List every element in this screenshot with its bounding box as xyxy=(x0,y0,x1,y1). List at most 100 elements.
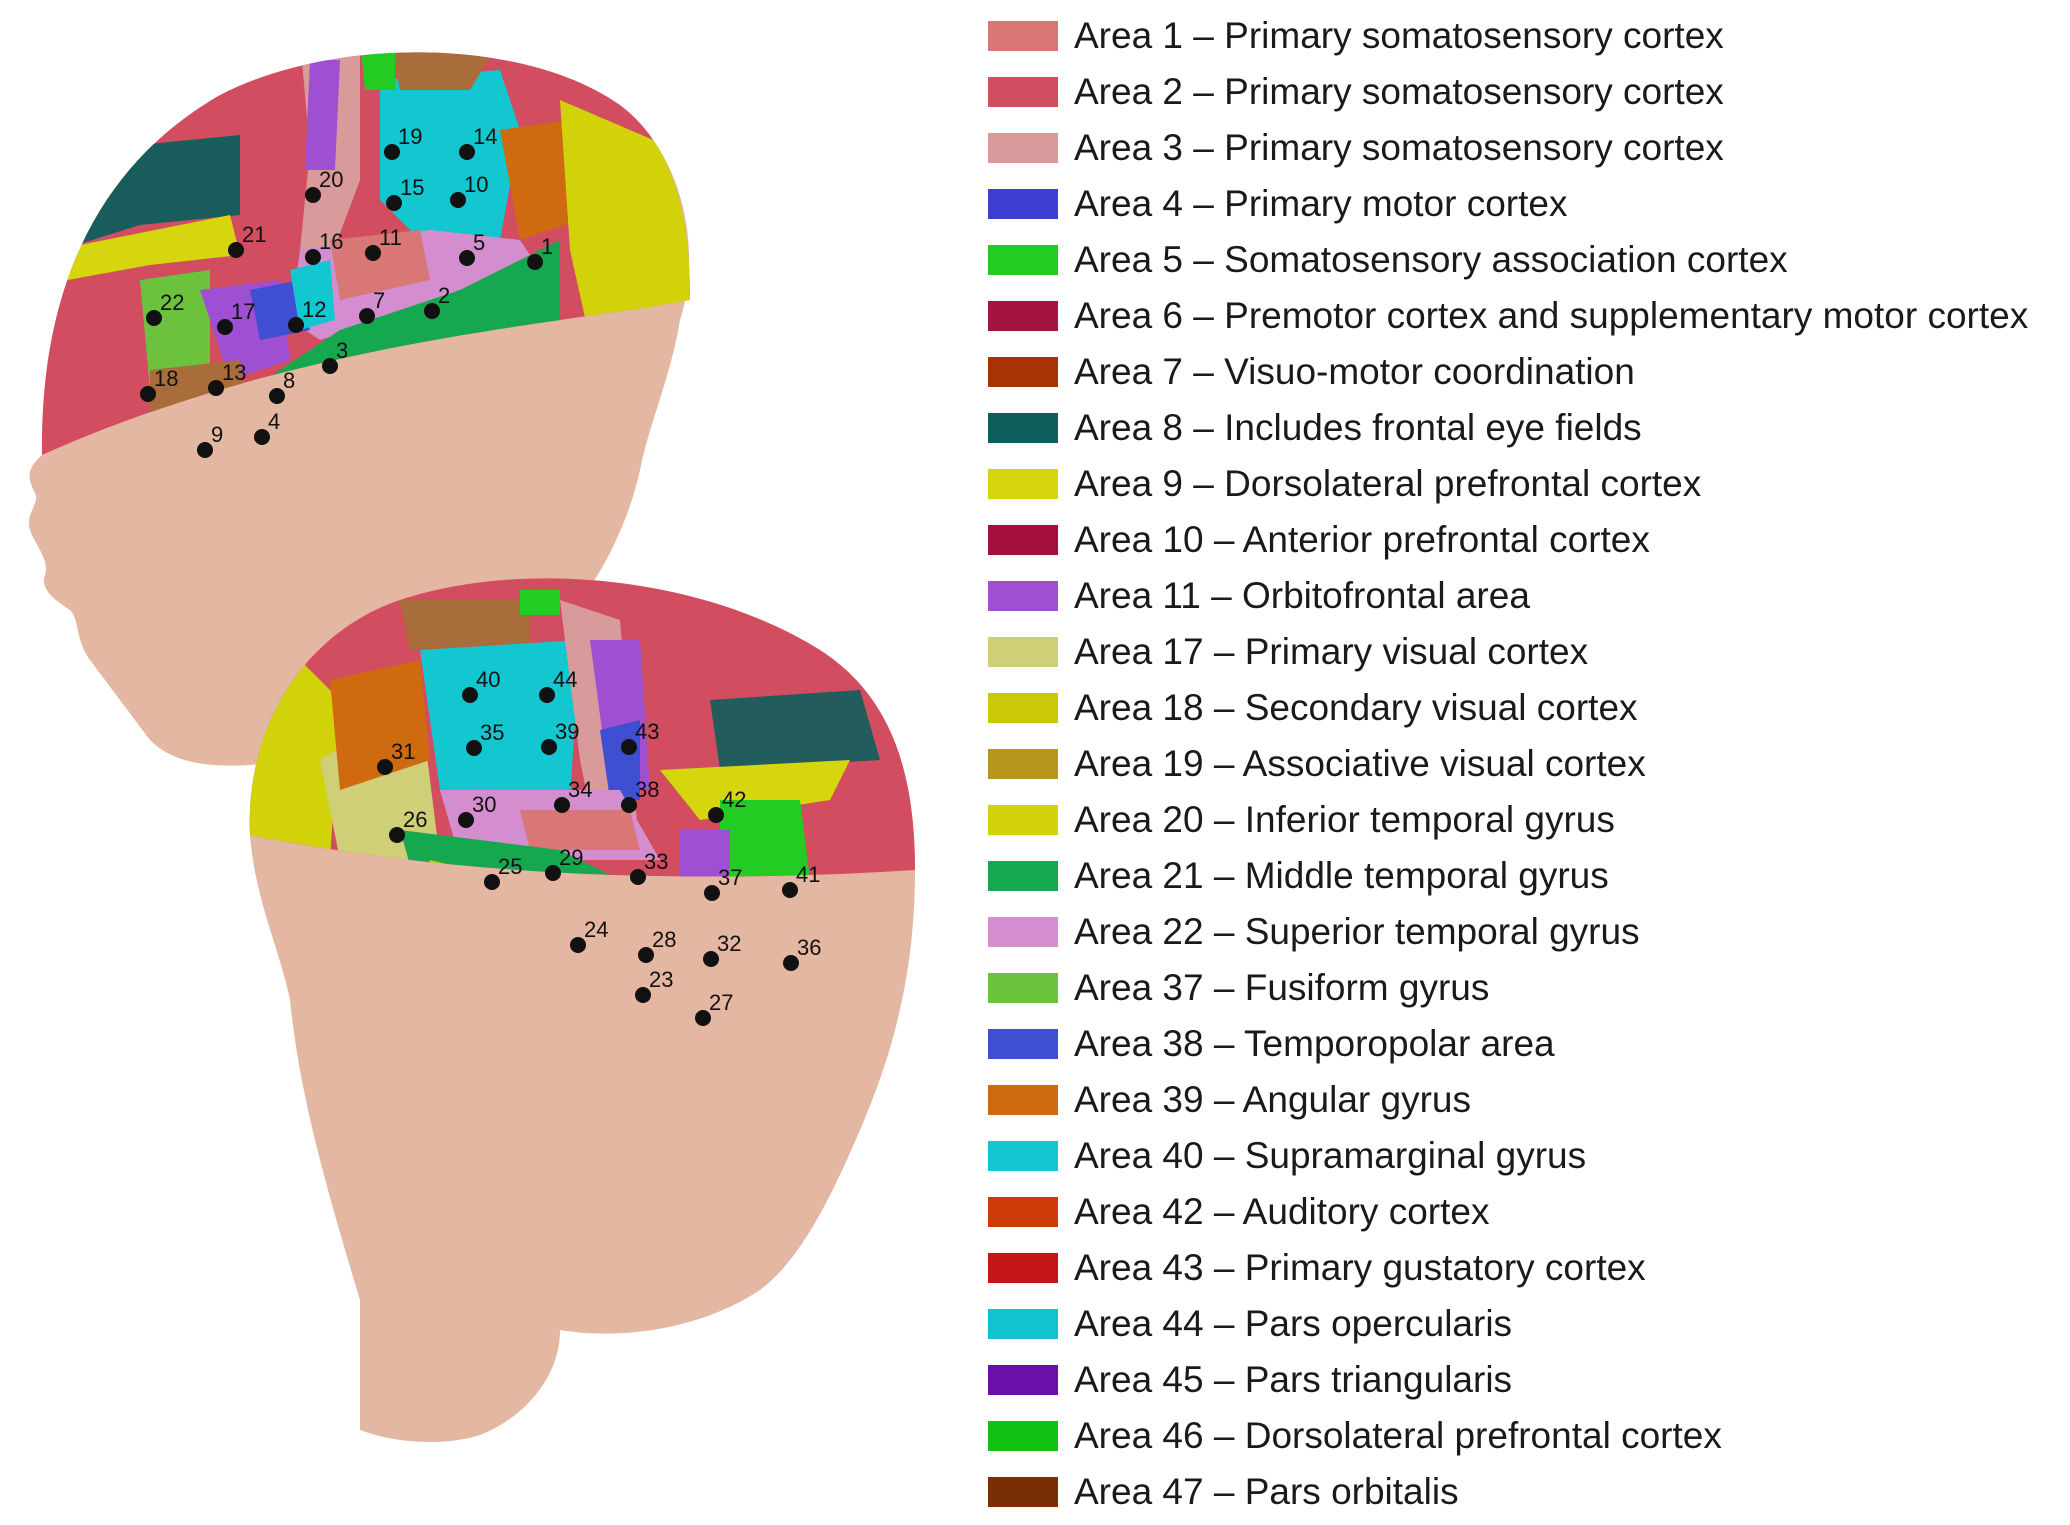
electrode-label: 35 xyxy=(480,720,504,745)
electrode-marker xyxy=(386,195,402,211)
electrode-label: 4 xyxy=(268,409,280,434)
legend-label: Area 37 – Fusiform gyrus xyxy=(1074,967,1490,1008)
legend-swatch xyxy=(988,189,1058,219)
electrode-label: 7 xyxy=(373,288,385,313)
legend-label: Area 17 – Primary visual cortex xyxy=(1074,631,1589,672)
electrode-label: 38 xyxy=(635,777,659,802)
electrode-marker xyxy=(146,310,162,326)
legend-swatch xyxy=(988,637,1058,667)
legend-label: Area 7 – Visuo-motor coordination xyxy=(1074,351,1635,392)
legend-label: Area 1 – Primary somatosensory cortex xyxy=(1074,15,1724,56)
electrode-label: 13 xyxy=(222,360,246,385)
electrode-label: 15 xyxy=(400,175,424,200)
electrode-label: 37 xyxy=(718,865,742,890)
legend-swatch xyxy=(988,21,1058,51)
electrode-marker xyxy=(539,687,555,703)
electrode-marker xyxy=(554,797,570,813)
electrode-marker xyxy=(305,249,321,265)
legend-swatch xyxy=(988,413,1058,443)
legend-item: Area 39 – Angular gyrus xyxy=(988,1072,2063,1128)
legend-label: Area 6 – Premotor cortex and supplementa… xyxy=(1074,295,2029,336)
legend-label: Area 45 – Pars triangularis xyxy=(1074,1359,1513,1400)
electrode-marker xyxy=(384,144,400,160)
legend-label: Area 5 – Somatosensory association corte… xyxy=(1074,239,1788,280)
electrode-label: 11 xyxy=(379,225,402,250)
legend-swatch xyxy=(988,693,1058,723)
legend-item: Area 7 – Visuo-motor coordination xyxy=(988,344,2063,400)
electrode-marker xyxy=(695,1010,711,1026)
legend-item: Area 38 – Temporopolar area xyxy=(988,1016,2063,1072)
legend-label: Area 46 – Dorsolateral prefrontal cortex xyxy=(1074,1415,1722,1456)
legend-label: Area 43 – Primary gustatory cortex xyxy=(1074,1247,1646,1288)
electrode-marker xyxy=(782,882,798,898)
legend-item: Area 21 – Middle temporal gyrus xyxy=(988,848,2063,904)
legend-label: Area 39 – Angular gyrus xyxy=(1074,1079,1471,1120)
legend-label: Area 9 – Dorsolateral prefrontal cortex xyxy=(1074,463,1702,504)
electrode-marker xyxy=(322,358,338,374)
legend-label: Area 42 – Auditory cortex xyxy=(1074,1191,1490,1232)
legend-swatch xyxy=(988,1141,1058,1171)
legend-label: Area 40 – Supramarginal gyrus xyxy=(1074,1135,1587,1176)
electrode-marker xyxy=(466,740,482,756)
electrode-marker xyxy=(459,250,475,266)
electrode-label: 14 xyxy=(473,124,497,149)
legend-swatch xyxy=(988,1365,1058,1395)
electrode-label: 42 xyxy=(722,787,746,812)
electrode-label: 5 xyxy=(473,230,485,255)
legend-item: Area 3 – Primary somatosensory cortex xyxy=(988,120,2063,176)
legend-item: Area 11 – Orbitofrontal area xyxy=(988,568,2063,624)
electrode-label: 16 xyxy=(319,229,343,254)
legend-item: Area 46 – Dorsolateral prefrontal cortex xyxy=(988,1408,2063,1464)
legend-swatch xyxy=(988,77,1058,107)
legend-swatch xyxy=(988,1421,1058,1451)
electrode-marker xyxy=(484,874,500,890)
legend-item: Area 37 – Fusiform gyrus xyxy=(988,960,2063,1016)
legend-item: Area 6 – Premotor cortex and supplementa… xyxy=(988,288,2063,344)
legend-swatch xyxy=(988,1029,1058,1059)
legend-item: Area 18 – Secondary visual cortex xyxy=(988,680,2063,736)
electrode-marker xyxy=(389,827,405,843)
legend-swatch xyxy=(988,133,1058,163)
legend-swatch xyxy=(988,469,1058,499)
electrode-label: 36 xyxy=(797,935,821,960)
legend-swatch xyxy=(988,1197,1058,1227)
electrode-label: 22 xyxy=(160,290,184,315)
electrode-marker xyxy=(527,254,543,270)
electrode-marker xyxy=(359,308,375,324)
electrode-label: 20 xyxy=(319,167,343,192)
legend-label: Area 4 – Primary motor cortex xyxy=(1074,183,1568,224)
electrode-marker xyxy=(704,885,720,901)
legend-swatch xyxy=(988,749,1058,779)
electrode-label: 41 xyxy=(796,862,820,887)
legend-swatch xyxy=(988,581,1058,611)
legend-item: Area 42 – Auditory cortex xyxy=(988,1184,2063,1240)
electrode-label: 8 xyxy=(283,368,295,393)
electrode-marker xyxy=(621,739,637,755)
electrode-marker xyxy=(140,386,156,402)
electrode-marker xyxy=(462,687,478,703)
legend-label: Area 22 – Superior temporal gyrus xyxy=(1074,911,1640,952)
legend-label: Area 38 – Temporopolar area xyxy=(1074,1023,1555,1064)
electrode-marker xyxy=(458,812,474,828)
electrode-marker xyxy=(635,987,651,1003)
electrode-marker xyxy=(703,951,719,967)
electrode-marker xyxy=(288,317,304,333)
legend-item: Area 1 – Primary somatosensory cortex xyxy=(988,8,2063,64)
electrode-label: 10 xyxy=(464,172,488,197)
electrode-marker xyxy=(630,869,646,885)
electrode-label: 28 xyxy=(652,927,676,952)
electrode-marker xyxy=(254,429,270,445)
electrode-marker xyxy=(570,937,586,953)
electrode-label: 30 xyxy=(472,792,496,817)
legend-swatch xyxy=(988,1085,1058,1115)
legend-swatch xyxy=(988,1253,1058,1283)
electrode-label: 43 xyxy=(635,719,659,744)
electrode-marker xyxy=(228,242,244,258)
electrode-label: 9 xyxy=(211,422,223,447)
legend-swatch xyxy=(988,245,1058,275)
legend-swatch xyxy=(988,917,1058,947)
legend-label: Area 47 – Pars orbitalis xyxy=(1074,1471,1459,1512)
electrode-label: 1 xyxy=(541,234,553,259)
